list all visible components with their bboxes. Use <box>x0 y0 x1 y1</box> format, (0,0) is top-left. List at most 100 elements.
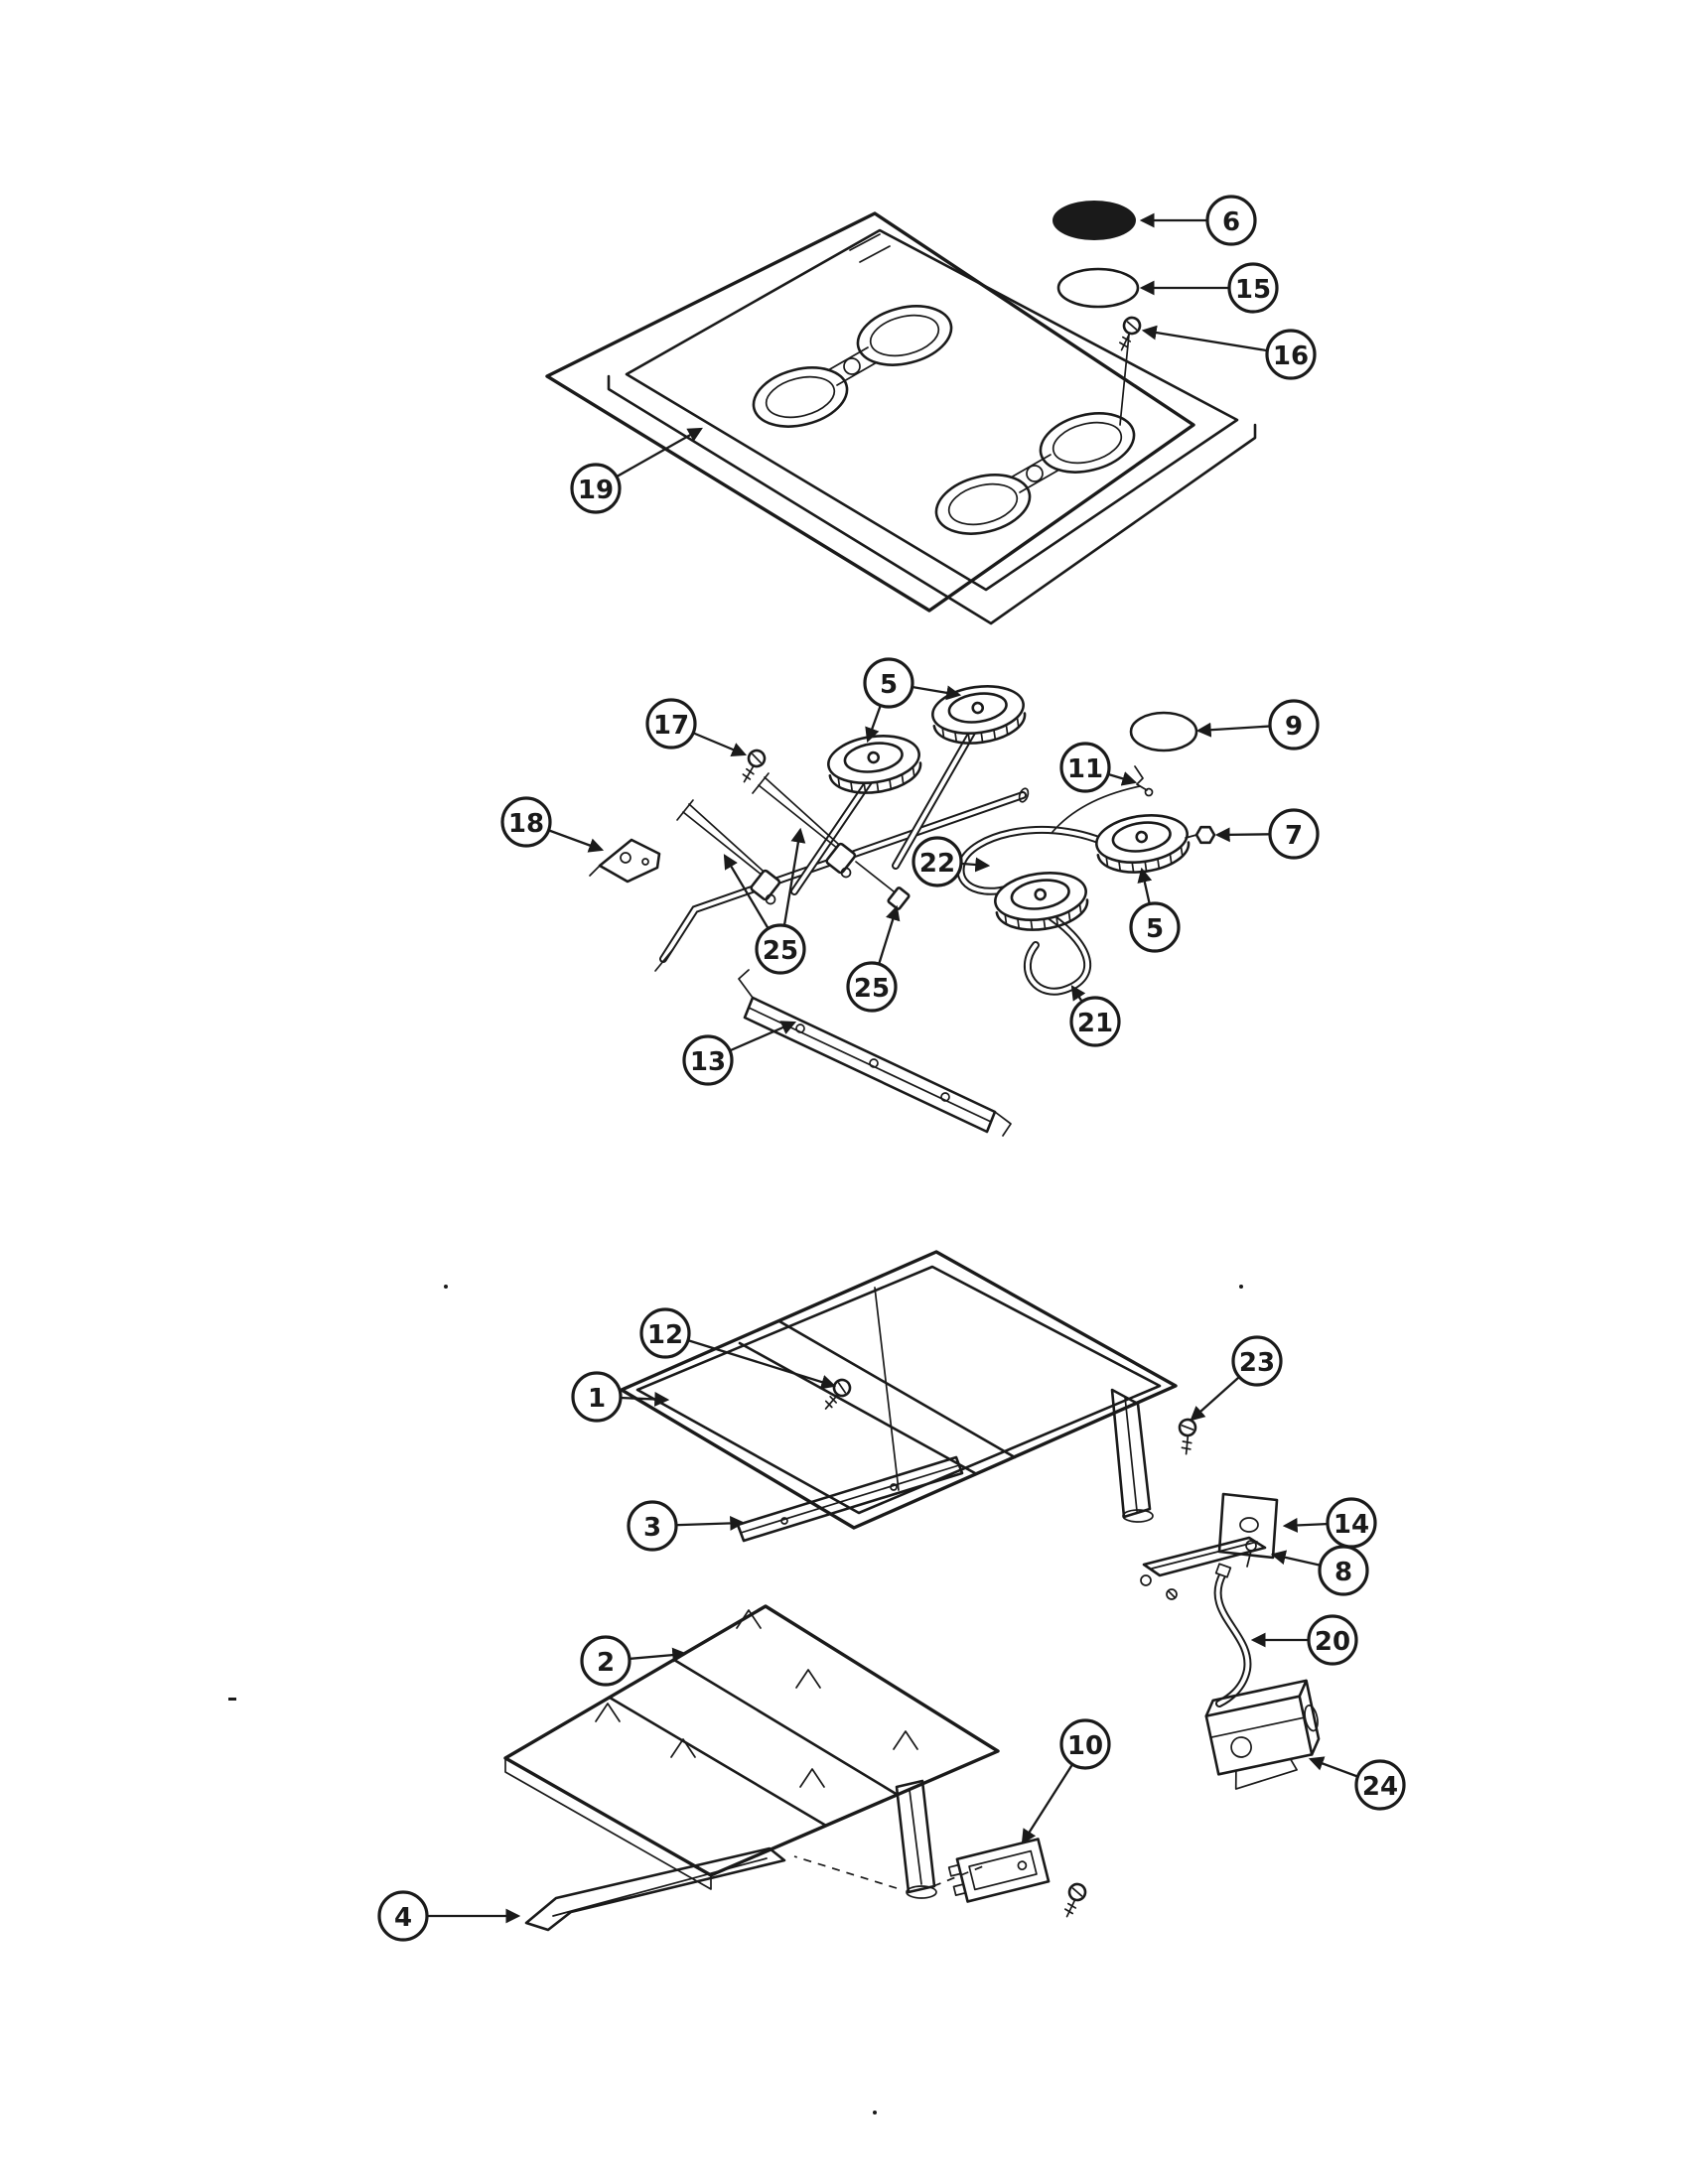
callout-circle <box>755 923 806 975</box>
callout-circle <box>863 657 914 709</box>
callout-22: 22 <box>912 836 991 887</box>
callout-number: 25 <box>763 936 798 966</box>
callout-circle <box>1129 901 1181 953</box>
part-15-burner-ring <box>1056 267 1140 309</box>
callout-12: 12 <box>639 1307 837 1390</box>
callout-number: 22 <box>919 849 955 879</box>
callout-leader-line <box>664 1331 837 1390</box>
panel-inner-rim <box>625 228 1239 592</box>
callout-number: 2 <box>597 1648 615 1678</box>
venturi-tubes <box>790 727 977 895</box>
part-13-support-rail <box>738 969 1012 1137</box>
callout-9: 9 <box>1195 699 1320 751</box>
callout-number: 17 <box>653 711 689 741</box>
callout-8: 8 <box>1270 1545 1369 1596</box>
callout-number: 1 <box>588 1384 606 1414</box>
callout-5: 5 <box>1129 867 1181 953</box>
panel-edge-lip <box>607 374 1257 625</box>
callout-25: 25 <box>723 827 806 975</box>
callout-number: 6 <box>1222 207 1240 237</box>
callout-number: 23 <box>1239 1348 1275 1378</box>
assembly-alignment-lines <box>793 1855 989 1889</box>
part-24-gas-valve-regulator <box>1204 1679 1321 1790</box>
frame-leg-front <box>895 1779 937 1899</box>
callout-circle <box>682 1034 734 1086</box>
callout-1: 1 <box>571 1371 670 1423</box>
callout-number: 12 <box>647 1320 683 1350</box>
callout-5: 5 <box>863 657 962 744</box>
callout-14: 14 <box>1282 1497 1377 1549</box>
part-10-switch <box>947 1838 1088 1921</box>
part-7-orifice-hex <box>1185 825 1216 845</box>
callout-circle <box>645 698 697 750</box>
callout-number: 19 <box>578 476 614 505</box>
part-8-pilot-bracket <box>1140 1536 1267 1600</box>
part-5-burner-head <box>990 866 1092 937</box>
part-1-main-top-frame <box>620 1250 1178 1530</box>
callout-number: 18 <box>508 809 544 839</box>
callout-number: 13 <box>690 1047 726 1077</box>
part-11-igniter <box>1052 765 1154 833</box>
callout-number: 10 <box>1067 1731 1103 1761</box>
scan-speck <box>873 2111 877 2115</box>
part-21-gas-tube <box>1023 907 1092 996</box>
callout-number: 21 <box>1077 1009 1113 1038</box>
callout-number: 9 <box>1285 712 1303 742</box>
part-22-gas-tube <box>956 826 1124 895</box>
callout-18: 18 <box>500 796 605 853</box>
callout-circle <box>1059 1718 1111 1770</box>
main-top-panel-assembly <box>545 201 1257 625</box>
callout-number: 25 <box>854 974 890 1004</box>
callout-number: 5 <box>1146 914 1164 944</box>
callout-3: 3 <box>627 1500 746 1552</box>
scan-speck <box>1239 1285 1243 1289</box>
callout-15: 15 <box>1139 262 1279 314</box>
part-16-screw <box>1117 315 1143 426</box>
part-5-burner-head <box>927 679 1030 751</box>
part-5-burner-head <box>823 729 925 800</box>
burner-box-assembly <box>503 1250 1321 1932</box>
part-18-bracket <box>589 838 661 884</box>
callout-7: 7 <box>1214 808 1320 860</box>
callout-circle <box>639 1307 691 1359</box>
callout-circle <box>571 1371 623 1423</box>
callout-circle <box>377 1890 429 1942</box>
burner-manifold-assembly <box>589 679 1216 1137</box>
callout-number: 4 <box>394 1903 412 1933</box>
callout-circle <box>580 1635 632 1687</box>
callout-circle <box>1227 262 1279 314</box>
panel-outline <box>545 211 1195 613</box>
burner-opening-pair-rear <box>752 305 953 428</box>
callout-20: 20 <box>1250 1614 1358 1666</box>
callout-number: 16 <box>1273 341 1309 371</box>
scan-speck <box>444 1285 448 1289</box>
callout-circle <box>1318 1545 1369 1596</box>
callout-number: 7 <box>1285 821 1303 851</box>
callout-circle <box>1265 329 1317 380</box>
callout-16: 16 <box>1141 325 1317 380</box>
callout-19: 19 <box>570 427 703 514</box>
callout-23: 23 <box>1190 1335 1283 1422</box>
callout-21: 21 <box>1069 985 1121 1047</box>
callout-number: 3 <box>643 1513 661 1543</box>
callout-circle <box>1268 808 1320 860</box>
callout-number: 24 <box>1362 1772 1398 1802</box>
callout-circle <box>570 463 622 514</box>
part-23-orifice-screw <box>1176 1417 1201 1456</box>
scan-speck <box>228 1698 236 1701</box>
callout-2: 2 <box>580 1635 688 1687</box>
callout-circle <box>1069 996 1121 1047</box>
callout-number: 14 <box>1333 1510 1369 1540</box>
callout-number: 5 <box>880 670 898 700</box>
callout-circle <box>1231 1335 1283 1387</box>
callout-circle <box>846 961 898 1013</box>
part-6-burner-disc <box>1052 201 1136 240</box>
part-9-burner-gasket <box>1129 711 1198 752</box>
frame-leg-right <box>1110 1388 1154 1523</box>
part-2-heat-shield <box>503 1604 1000 1890</box>
part-14-cover-plate <box>1217 1492 1279 1560</box>
callout-circle <box>1205 195 1257 246</box>
